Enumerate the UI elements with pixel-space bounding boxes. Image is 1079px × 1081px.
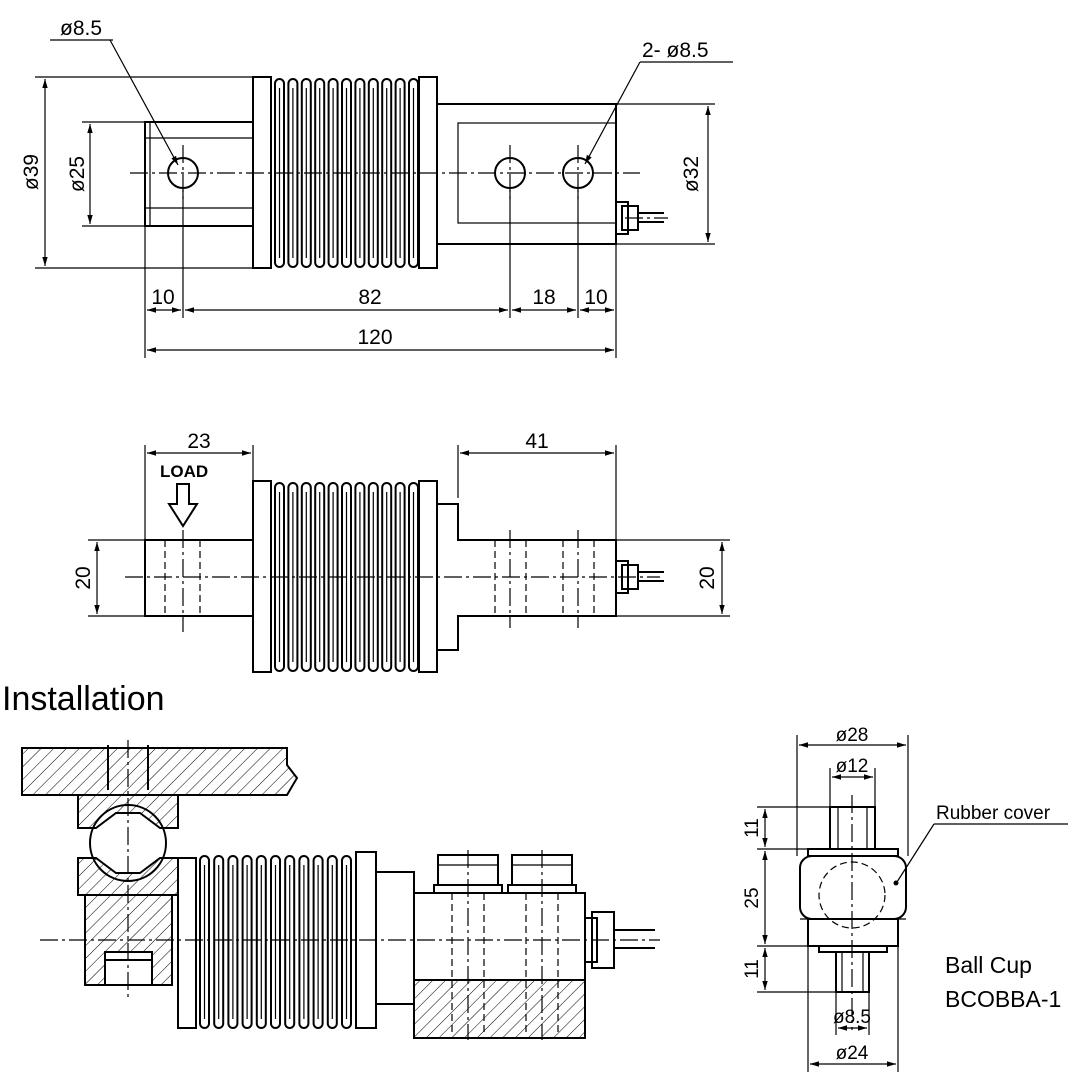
bellows-fin	[394, 78, 406, 268]
rubber-cover-label: Rubber cover	[936, 803, 1051, 824]
bellows-fin	[298, 855, 310, 1029]
dim-120-label: 120	[357, 326, 392, 349]
bellows-fin	[300, 482, 312, 672]
dim-18-label: 18	[532, 286, 555, 309]
bellows-fin	[213, 855, 225, 1029]
bellows-fin	[227, 855, 239, 1029]
dia-39-label: ø39	[20, 154, 43, 190]
dim-11-bottom-label: 11	[742, 959, 763, 979]
bellows-fin	[327, 482, 339, 672]
dim-20-left-label: 20	[72, 566, 95, 589]
bellows-fin	[408, 78, 419, 268]
dim-11-top-label: 11	[742, 818, 763, 838]
bellows-fin	[255, 855, 267, 1029]
top-view: ø8.5 2- ø8.5 ø39 ø25 ø32 10 82 18 10	[20, 17, 733, 358]
installation-title: Installation	[2, 680, 165, 718]
ball-cup-name-line1: Ball Cup	[945, 952, 1032, 978]
dim-10-left-label: 10	[151, 286, 174, 309]
dia-25-label: ø25	[66, 156, 89, 192]
bellows-fin	[394, 482, 406, 672]
bellows-fin	[354, 482, 366, 672]
load-arrow-icon	[167, 483, 199, 528]
bellows-fin	[327, 78, 339, 268]
installation-view	[21, 740, 660, 1040]
base-plate	[413, 979, 586, 1039]
bellows-fin	[341, 78, 352, 268]
dia-32-label: ø32	[680, 156, 703, 192]
dia-hole-left-label: ø8.5	[60, 17, 102, 40]
ball-cup-name-line2: BCOBBA-1	[945, 986, 1061, 1012]
bellows-fin	[274, 482, 285, 672]
dim-25-label: 25	[742, 887, 763, 908]
ball-cup-body	[799, 855, 907, 920]
load-label: LOAD	[160, 462, 208, 481]
bellows-fin	[274, 78, 285, 268]
dia-12-label: ø12	[836, 756, 869, 777]
bellows-installation	[199, 855, 352, 1029]
bellows-fin	[326, 855, 338, 1029]
bellows-fin	[300, 78, 312, 268]
dia-holes-right-label: 2- ø8.5	[642, 39, 709, 62]
side-left-block	[144, 539, 254, 617]
bellows-fin	[354, 78, 366, 268]
bellows-fin	[341, 855, 352, 1029]
bellows-fin	[314, 482, 326, 672]
dim-23-label: 23	[187, 430, 210, 453]
dim-82-label: 82	[358, 286, 381, 309]
bellows-fin	[314, 78, 326, 268]
dim-41-label: 41	[525, 430, 548, 453]
bellows-fin	[381, 78, 393, 268]
bellows-fin	[381, 482, 393, 672]
bellows-fin	[287, 78, 299, 268]
bellows-fin	[408, 482, 419, 672]
bellows-fin	[241, 855, 253, 1029]
dim-10-right-label: 10	[584, 286, 607, 309]
dim-20-right-label: 20	[696, 566, 719, 589]
dia-24-label: ø24	[836, 1043, 869, 1064]
bellows-fin	[367, 78, 379, 268]
dia-8-5-label: ø8.5	[833, 1007, 871, 1028]
dia-28-label: ø28	[836, 725, 869, 746]
bellows-fin	[270, 855, 281, 1029]
bellows-fin	[199, 855, 210, 1029]
bellows-fin	[284, 855, 296, 1029]
bellows-fin	[287, 482, 299, 672]
side-view: LOAD 23 41 20 20	[72, 430, 730, 673]
bellows-fin	[341, 482, 352, 672]
bellows-fin	[312, 855, 324, 1029]
bellows-fin	[367, 482, 379, 672]
ball-cup-view: ø28 ø12 11 25 11 ø8.5 ø24 Rubber cover B…	[742, 725, 1068, 1072]
